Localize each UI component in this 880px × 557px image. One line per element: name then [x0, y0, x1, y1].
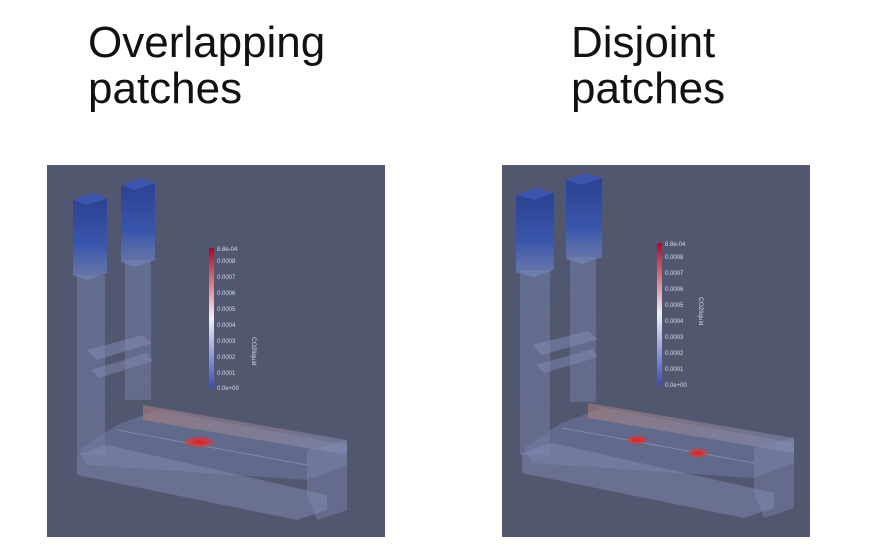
co2-plume — [183, 436, 215, 448]
heading-line-1: Overlapping — [88, 18, 326, 67]
colorbar-tick: 0.0002 — [217, 355, 236, 361]
colorbar-tick: 8.8e-04 — [665, 242, 686, 248]
co2-plume — [626, 435, 648, 445]
colorbar-tick: 0.0008 — [217, 259, 236, 265]
colorbar-tick: 0.0e+00 — [665, 383, 688, 389]
colorbar-tick: 0.0008 — [665, 255, 684, 261]
co2-plume — [687, 448, 709, 458]
column-shaft — [73, 178, 155, 280]
colorbar-tick: 0.0002 — [665, 351, 684, 357]
colorbar-tick: 0.0001 — [217, 371, 236, 377]
overlapping-patches-heading: Overlapping patches — [88, 20, 325, 112]
colorbar-tick: 0.0006 — [665, 287, 684, 293]
colorbar-tick: 0.0001 — [665, 367, 684, 373]
heading-line-2: patches — [571, 64, 726, 113]
colorbar-title: CO2liquid — [250, 337, 257, 366]
colorbar-tick: 0.0e+00 — [217, 386, 240, 392]
heading-line-1: Disjoint — [571, 18, 716, 67]
colorbar-tick: 0.0007 — [217, 275, 236, 281]
colorbar-tick: 0.0007 — [665, 271, 684, 277]
simulation-visualization: 8.8e-04 0.0008 0.0007 0.0006 0.0005 0.00… — [516, 173, 794, 518]
colorbar: 8.8e-04 0.0008 0.0007 0.0006 0.0005 0.00… — [657, 242, 704, 389]
colorbar-tick: 8.8e-04 — [217, 247, 238, 253]
overlapping-patches-render: 8.8e-04 0.0008 0.0007 0.0006 0.0005 0.00… — [47, 165, 385, 537]
colorbar-tick: 0.0005 — [217, 307, 236, 313]
disjoint-patches-heading: Disjoint patches — [571, 20, 725, 112]
simulation-visualization: 8.8e-04 0.0008 0.0007 0.0006 0.0005 0.00… — [73, 178, 347, 520]
colorbar-title: CO2liquid — [697, 297, 704, 326]
colorbar: 8.8e-04 0.0008 0.0007 0.0006 0.0005 0.00… — [209, 247, 257, 392]
colorbar-tick: 0.0004 — [665, 319, 684, 325]
colorbar-tick: 0.0004 — [217, 323, 236, 329]
disjoint-patches-render: 8.8e-04 0.0008 0.0007 0.0006 0.0005 0.00… — [502, 165, 810, 537]
column-shaft — [516, 173, 602, 277]
colorbar-tick: 0.0003 — [665, 335, 684, 341]
colorbar-tick: 0.0005 — [665, 303, 684, 309]
heading-line-2: patches — [88, 64, 243, 113]
colorbar-tick: 0.0003 — [217, 339, 236, 345]
colorbar-tick: 0.0006 — [217, 291, 236, 297]
pipe-network — [77, 260, 347, 520]
pipe-network — [520, 257, 794, 518]
